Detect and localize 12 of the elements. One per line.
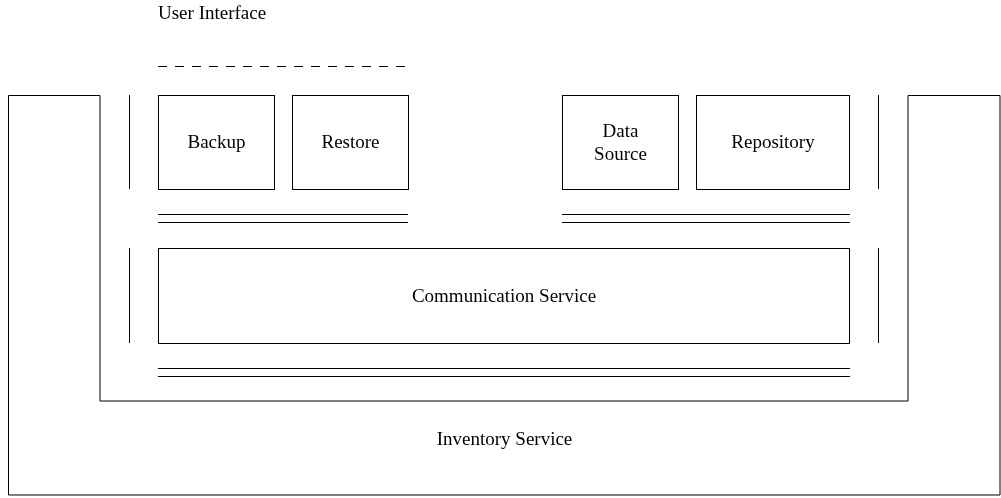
component-box	[696, 95, 850, 190]
component-box	[158, 95, 275, 190]
component-label: Backup	[187, 131, 246, 154]
component-label: Communication Service	[411, 284, 597, 308]
component-box	[562, 95, 679, 190]
component-label: Restore	[321, 131, 380, 154]
service-box	[158, 248, 850, 344]
component-box	[292, 95, 409, 190]
component-label: Data Source	[593, 119, 648, 166]
service-label: Inventory Service	[435, 428, 574, 451]
section-label: User Interface	[158, 2, 267, 24]
component-label: Repository	[731, 131, 815, 154]
